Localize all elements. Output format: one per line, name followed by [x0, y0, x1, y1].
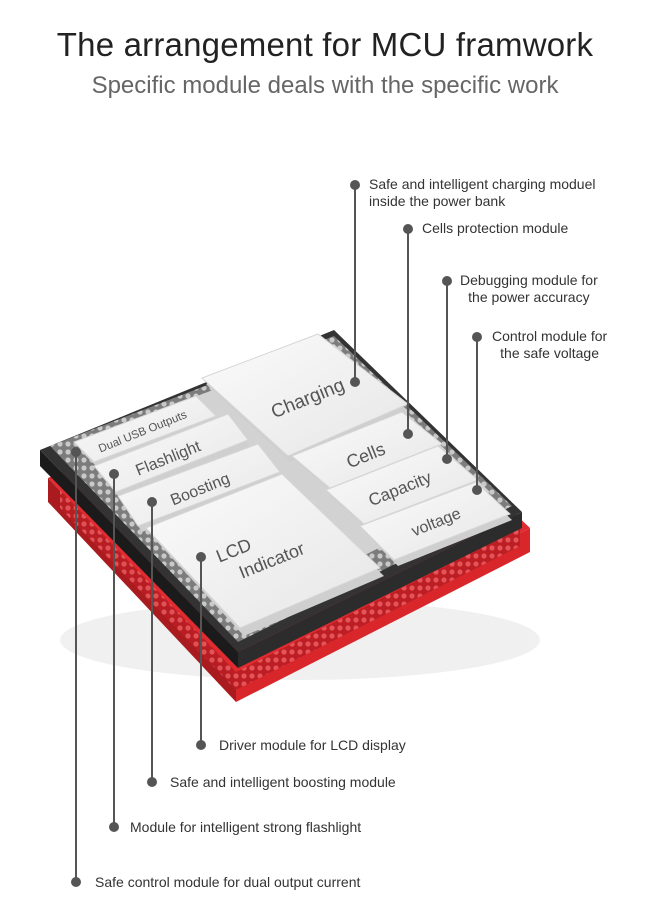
dot-cells-top	[403, 224, 413, 234]
callout-dual-usb: Safe control module for dual output curr…	[95, 874, 361, 890]
callout-lcd: Driver module for LCD display	[219, 737, 406, 753]
module-dual-usb	[73, 395, 218, 468]
callout-charging-line1: Safe and intelligent charging moduel	[369, 176, 596, 192]
red-board-pins-right	[236, 528, 520, 690]
dot-flashlight-end	[109, 822, 119, 832]
dark-board-left-side	[40, 450, 238, 668]
dot-boosting-top	[147, 497, 157, 507]
dot-capacity-top	[442, 276, 452, 286]
dark-board-right-side	[238, 512, 522, 668]
dot-cells-end	[403, 429, 413, 439]
callout-boosting: Safe and intelligent boosting module	[170, 774, 396, 790]
dot-voltage-top	[472, 332, 482, 342]
dot-charging-top	[350, 180, 360, 190]
dot-lcd-top	[196, 552, 206, 562]
callout-capacity-line2: the power accuracy	[468, 289, 590, 305]
dot-capacity-end	[442, 454, 452, 464]
dot-lcd-end	[196, 740, 206, 750]
red-board-pins	[60, 490, 236, 690]
module-voltage	[359, 481, 512, 566]
module-flashlight	[93, 413, 250, 498]
dot-dual-usb-end	[71, 877, 81, 887]
callout-capacity: Debugging module for the power accuracy	[460, 272, 598, 306]
callout-cells: Cells protection module	[422, 220, 569, 236]
page-subtitle: Specific module deals with the specific …	[91, 72, 559, 99]
callout-charging: Safe and intelligent charging moduel ins…	[369, 176, 596, 210]
module-lcd-indicator	[145, 473, 384, 636]
callout-voltage-line2: the safe voltage	[500, 345, 600, 361]
callout-charging-line2: inside the power bank	[369, 193, 506, 209]
dot-dual-usb-top	[71, 447, 81, 457]
callout-voltage: Control module for the safe voltage	[492, 328, 607, 362]
dot-boosting-end	[147, 777, 157, 787]
callout-capacity-line1: Debugging module for	[460, 272, 598, 288]
dot-flashlight-top	[109, 469, 119, 479]
callout-flashlight: Module for intelligent strong flashlight	[130, 819, 362, 835]
dot-charging-end	[350, 377, 360, 387]
dot-voltage-end	[472, 485, 482, 495]
module-boosting	[117, 443, 282, 532]
page-title: The arrangement for MCU framwork	[56, 26, 594, 63]
callout-voltage-line1: Control module for	[492, 328, 608, 344]
